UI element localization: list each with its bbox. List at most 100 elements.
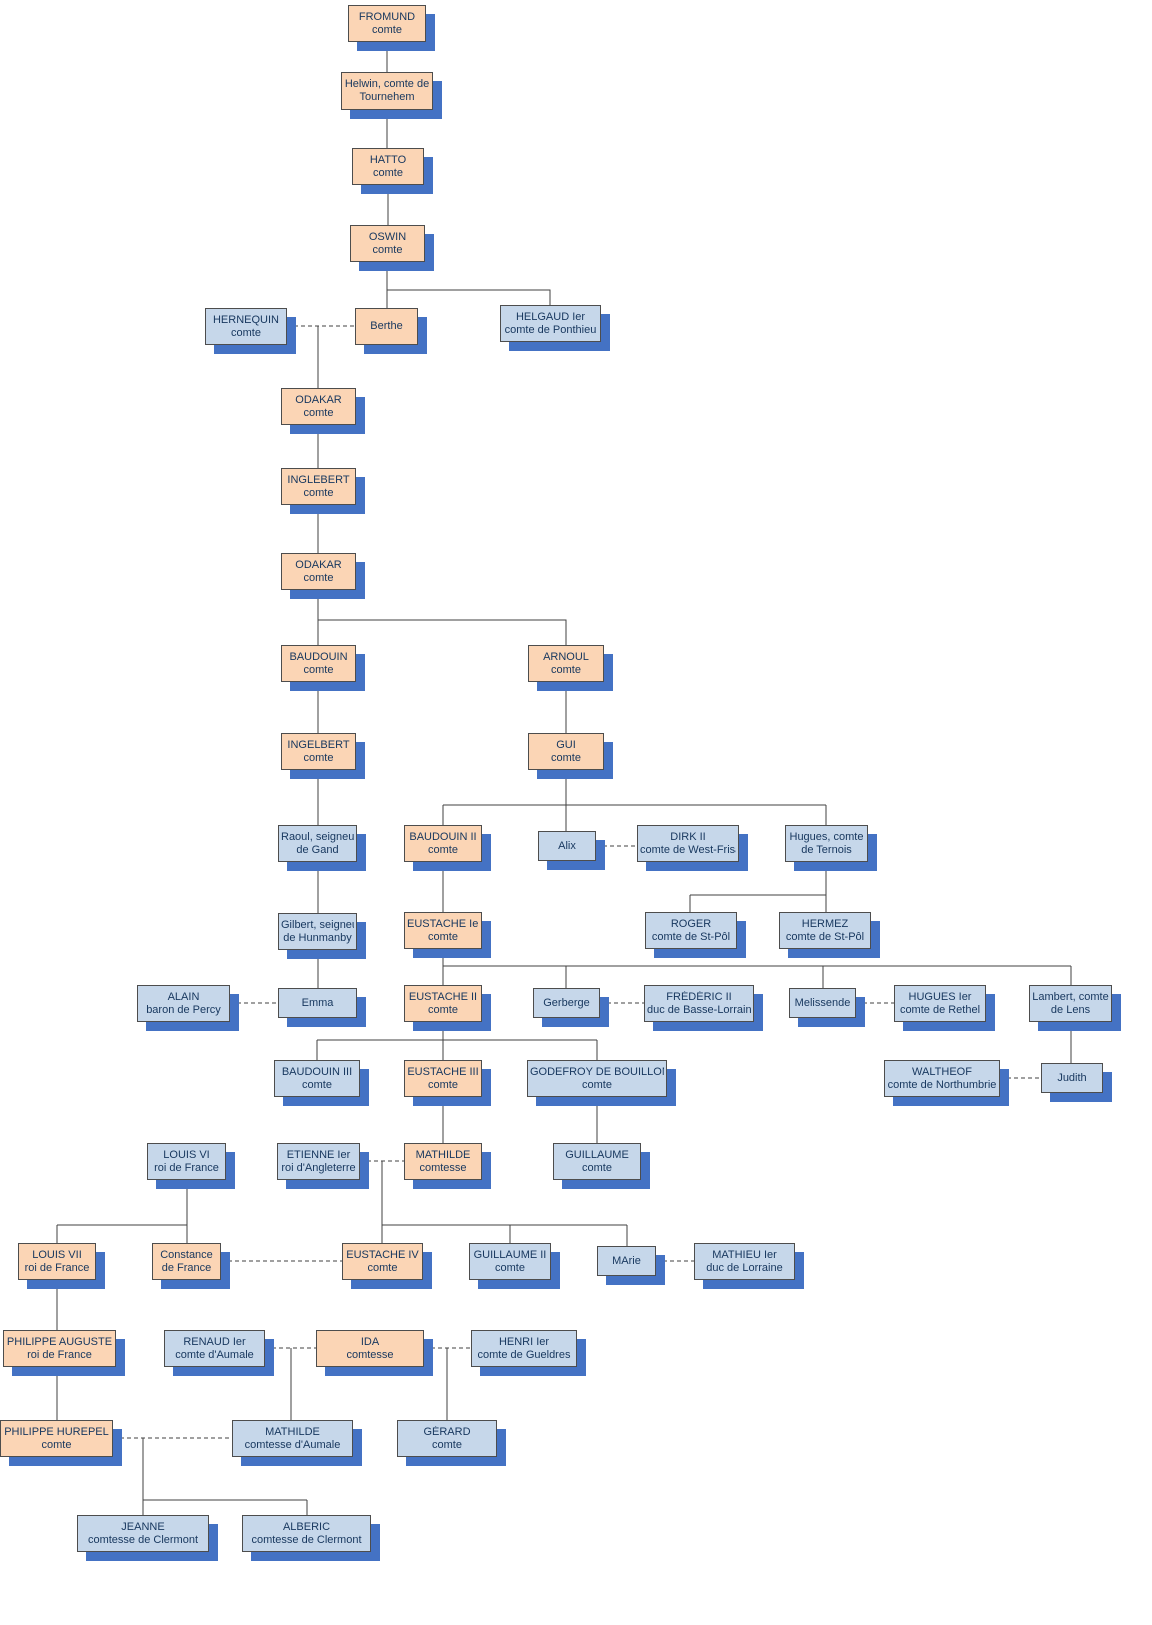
person-name: ROGER [670,917,712,930]
person-name: HATTO [369,153,407,166]
descent-link [387,289,551,305]
person-title: comte [303,486,334,499]
person-name: Alix [558,839,576,852]
person-name: BAUDOUIN III [281,1065,353,1078]
person-name: GODEFROY DE BOUILLON [530,1065,664,1078]
person-name: JEANNE [121,1520,165,1533]
person-title: comte de St-Pôl [785,930,865,943]
person-name: Lambert, comte [1032,990,1109,1003]
person-name: Gerberge [543,996,590,1009]
person-name: ODAKAR [295,558,342,571]
person-title: de Hunmanby [283,931,352,944]
person-name: EUSTACHE III [407,1065,479,1078]
person-name: LOUIS VI [163,1148,210,1161]
person-node-berthe: Berthe [355,308,418,345]
person-title: comte [551,751,581,764]
person-name: EUSTACHE II [408,990,478,1003]
person-node-marie: MArie [597,1246,656,1276]
person-node-emma: Emma [278,988,357,1018]
person-name: GUILLAUME II [473,1248,547,1261]
person-title: comte de Gueldres [477,1348,571,1361]
person-title: comte de West-Frisa [640,843,736,856]
person-title: comtesse d'Aumale [244,1438,341,1451]
person-title: comte [302,1078,332,1091]
person-name: HUGUES Ier [908,990,972,1003]
person-title: de Ternois [801,843,852,856]
person-title: comte [551,663,581,676]
person-name: GÉRARD [423,1425,471,1438]
person-title: de Lens [1050,1003,1091,1016]
person-name: Constance [160,1248,213,1261]
person-title: comte [372,23,402,36]
person-name: HERMEZ [801,917,849,930]
person-title: roi de France [24,1261,90,1274]
person-title: duc de Basse-Lorraine [647,1003,751,1016]
person-title: comte [428,930,458,943]
person-title: comtesse [419,1161,467,1174]
person-title: comtesse [346,1348,394,1361]
person-name: OSWIN [368,230,407,243]
person-name: BAUDOUIN II [409,830,477,843]
person-title: comte [231,326,261,339]
person-title: roi d'Angleterre [281,1161,356,1174]
person-name: GUI [556,738,576,751]
person-title: comte [582,1078,612,1091]
person-name: FROMUND [358,10,416,23]
person-name: Raoul, seigneur [281,830,354,843]
person-title: comte de Northumbrie [887,1078,997,1091]
person-title: comte [432,1438,462,1451]
person-name: WALTHEOF [912,1065,972,1078]
person-title: comte de Ponthieu [504,323,597,336]
person-name: ALAIN [167,990,200,1003]
person-title: comte [495,1261,525,1274]
person-name: HERNEQUIN [212,313,279,326]
person-title: comte [373,166,403,179]
person-name: ODAKAR [295,393,342,406]
person-title: de Gand [296,843,339,856]
person-name: Hugues, comte [789,830,864,843]
person-name: PHILIPPE HUREPEL [4,1425,109,1438]
person-title: comte [303,663,334,676]
person-name: Melissende [794,996,851,1009]
person-name: ARNOUL [543,650,589,663]
person-node-alix: Alix [538,831,596,861]
person-title: comte [303,751,334,764]
person-name: Berthe [370,320,403,332]
person-name: LOUIS VII [32,1248,82,1261]
person-name: Emma [301,996,334,1009]
person-name: MArie [612,1254,641,1267]
person-title: comte [428,843,458,856]
person-node-melissende: Melissende [789,988,856,1018]
